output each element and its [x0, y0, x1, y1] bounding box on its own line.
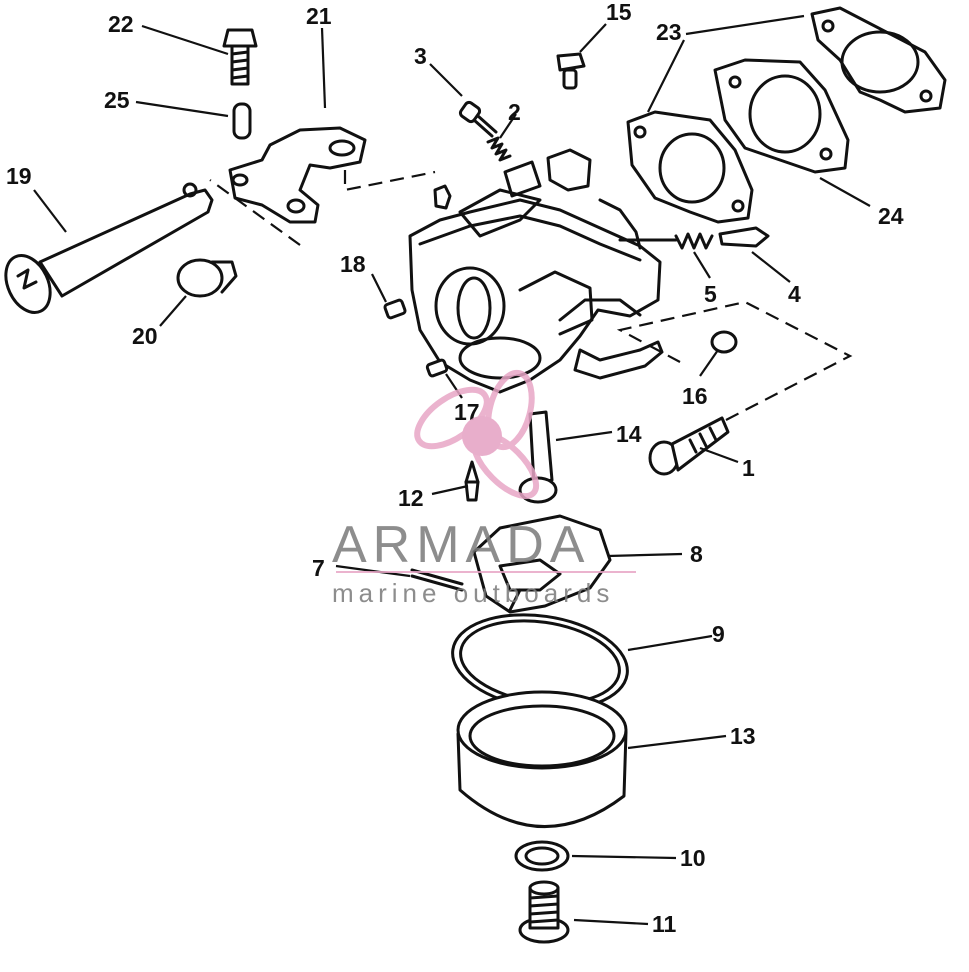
callout-7: 7 [312, 555, 325, 581]
callout-5: 5 [704, 281, 717, 307]
watermark-brand: ARMADA [332, 516, 590, 574]
spacer-24 [713, 58, 850, 174]
propeller-logo-icon [414, 369, 540, 500]
screw-15 [556, 52, 586, 90]
float-8 [472, 514, 612, 614]
callout-14: 14 [616, 421, 642, 447]
callout-8: 8 [690, 541, 703, 567]
emulsion-tube-14 [518, 410, 558, 504]
callout-20: 20 [132, 323, 158, 349]
dash-line-bolt [616, 300, 853, 421]
callout-19: 19 [6, 163, 32, 189]
callouts: 22 21 15 23 3 2 25 19 24 18 5 4 20 16 1 7… [6, 0, 904, 937]
callout-15: 15 [606, 0, 632, 25]
callout-25: 25 [104, 87, 130, 113]
watermark-tagline: marine outboards [332, 578, 614, 608]
callout-12: 12 [398, 485, 424, 511]
callout-13: 13 [730, 723, 756, 749]
gasket-23-front [626, 110, 754, 224]
callout-4: 4 [788, 281, 801, 307]
plug-18 [383, 298, 407, 320]
sleeve-25 [232, 102, 252, 140]
armada-watermark: ARMADA marine outboards [332, 369, 636, 608]
spring-5 [674, 232, 714, 250]
needle-4 [618, 226, 770, 248]
callout-23: 23 [656, 19, 682, 45]
leader-lines [33, 14, 871, 926]
dash-line-lever [209, 170, 436, 246]
bushing-20 [176, 258, 238, 298]
callout-18: 18 [340, 251, 366, 277]
callout-24: 24 [878, 203, 904, 229]
callout-1: 1 [742, 455, 755, 481]
callout-16: 16 [682, 383, 708, 409]
callout-11: 11 [652, 911, 677, 937]
throttle-lever-21 [228, 126, 367, 224]
callout-9: 9 [712, 621, 725, 647]
float-needle-12 [464, 460, 480, 502]
callout-10: 10 [680, 845, 706, 871]
gasket-23-rear [810, 6, 947, 114]
callout-21: 21 [306, 3, 332, 29]
bolt-1 [648, 416, 730, 476]
callout-2: 2 [508, 99, 521, 125]
screw-22 [222, 28, 258, 86]
carburetor-body [408, 148, 664, 394]
plug-16 [710, 330, 738, 354]
drain-plug-11 [518, 880, 570, 944]
spring-2 [486, 136, 512, 162]
callout-3: 3 [414, 43, 427, 69]
plug-17 [425, 358, 449, 378]
callout-22: 22 [108, 11, 134, 37]
screw-3 [458, 100, 498, 138]
throttle-shaft-19 [4, 182, 214, 314]
washer-10 [514, 840, 570, 872]
float-bowl-13 [456, 690, 628, 828]
